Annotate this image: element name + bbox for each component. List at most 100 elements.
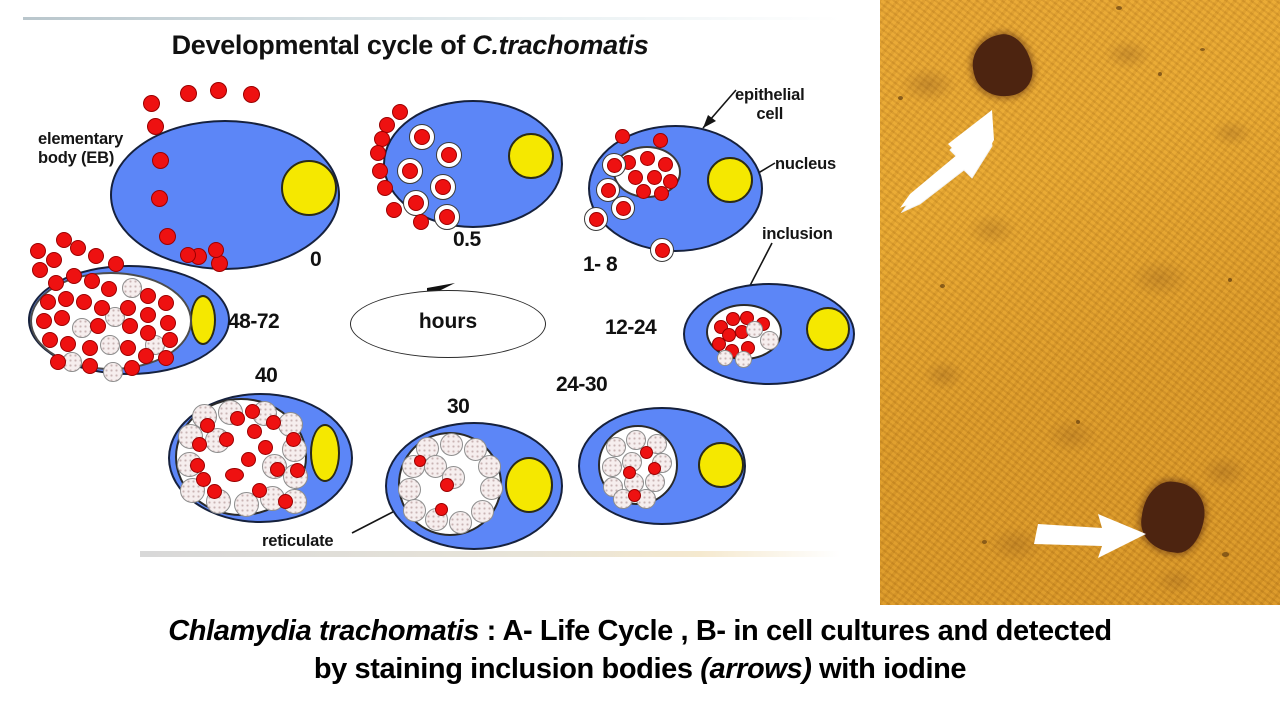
reticulate-body — [403, 499, 426, 522]
reticulate-body — [62, 352, 82, 372]
elementary-body — [615, 129, 630, 144]
caption-arrows-word: (arrows) — [700, 653, 812, 686]
elementary-body — [241, 452, 256, 467]
elementary-body — [152, 152, 169, 169]
reticulate-body — [103, 362, 123, 382]
elementary-body — [601, 183, 616, 198]
annotation-epithelial-cell: epithelial cell — [735, 86, 805, 123]
elementary-body — [290, 463, 305, 478]
elementary-body — [36, 313, 52, 329]
stage-12-24-time-label: 12-24 — [605, 316, 657, 339]
nucleus-shape — [310, 424, 340, 482]
elementary-body — [200, 418, 215, 433]
elementary-body — [653, 133, 668, 148]
elementary-body — [151, 190, 168, 207]
caption-line-1-rest: : A- Life Cycle , B- in cell cultures an… — [478, 615, 1113, 647]
elementary-body — [628, 170, 643, 185]
elementary-body — [266, 415, 281, 430]
reticulate-body — [471, 500, 494, 523]
stage-48-72-time-label: 48-72 — [228, 310, 280, 333]
elementary-body — [270, 462, 285, 477]
elementary-body — [726, 312, 740, 326]
elementary-body — [441, 147, 457, 163]
reticulate-body — [478, 455, 501, 478]
caption-line-2: by staining inclusion bodies (arrows) wi… — [0, 650, 1280, 688]
reticulate-body — [626, 430, 646, 450]
elementary-body — [607, 158, 622, 173]
elementary-body — [616, 201, 631, 216]
elementary-body — [196, 472, 211, 487]
reticulate-body — [606, 437, 626, 457]
elementary-body — [159, 228, 176, 245]
elementary-body — [180, 247, 196, 263]
nucleus-shape — [190, 295, 216, 345]
elementary-body — [439, 209, 455, 225]
caption-line-2-pre: by staining inclusion bodies — [313, 653, 701, 686]
elementary-body — [192, 437, 207, 452]
elementary-body — [435, 503, 448, 516]
elementary-body — [58, 291, 74, 307]
reticulate-body — [122, 278, 142, 298]
elementary-body — [414, 129, 430, 145]
elementary-body — [140, 288, 156, 304]
elementary-body — [140, 307, 156, 323]
elementary-body — [623, 466, 636, 479]
elementary-body — [663, 174, 678, 189]
reticulate-body — [602, 457, 622, 477]
diagram-title-species: C.trachomatis — [472, 30, 649, 60]
reticulate-body — [464, 438, 487, 461]
reticulate-body — [278, 412, 303, 437]
elementary-body — [247, 424, 262, 439]
elementary-body — [60, 336, 76, 352]
reticulate-body — [416, 437, 439, 460]
elementary-body — [42, 332, 58, 348]
elementary-body — [402, 163, 418, 179]
diagram-title-prefix: Developmental cycle of — [171, 30, 473, 60]
elementary-body — [386, 202, 402, 218]
elementary-body — [190, 458, 205, 473]
elementary-body — [94, 300, 110, 316]
micrograph-speck — [1200, 48, 1205, 51]
elementary-body — [258, 440, 273, 455]
micrograph-speck — [1228, 278, 1232, 282]
diagram-title: Developmental cycle of C.trachomatis — [0, 30, 820, 61]
elementary-body — [414, 455, 426, 467]
stage-40-time-label: 40 — [255, 364, 278, 387]
elementary-body — [124, 360, 140, 376]
elementary-body — [370, 145, 386, 161]
elementary-body — [120, 300, 136, 316]
elementary-body — [158, 295, 174, 311]
slide-caption: Chlamydia trachomatis : A- Life Cycle , … — [0, 612, 1280, 689]
arrow-right-icon — [1034, 514, 1146, 558]
annotation-nucleus: nucleus — [775, 155, 836, 173]
entry-vacuole — [430, 174, 456, 200]
micrograph-speck — [1158, 72, 1162, 76]
elementary-body — [108, 256, 124, 272]
elementary-body — [162, 332, 178, 348]
reticulate-body — [645, 472, 665, 492]
elementary-body — [56, 232, 72, 248]
annotation-reticulate: reticulate — [262, 532, 334, 550]
elementary-body — [66, 268, 82, 284]
elementary-body — [48, 275, 64, 291]
elementary-body — [654, 186, 669, 201]
elementary-body — [120, 340, 136, 356]
micrograph-speck — [898, 96, 903, 100]
stage-0-5-time-label: 0.5 — [453, 228, 481, 251]
reticulate-body — [449, 511, 472, 534]
elementary-body — [440, 478, 454, 492]
nucleus-shape — [505, 457, 553, 513]
reticulate-body — [424, 455, 447, 478]
reticulate-body — [735, 351, 752, 368]
elementary-body — [54, 310, 70, 326]
nucleus-shape — [508, 133, 554, 179]
elementary-body — [658, 157, 673, 172]
elementary-body — [180, 85, 197, 102]
annotation-elementary-body: elementary body (EB) — [38, 130, 124, 167]
elementary-body — [208, 242, 224, 258]
elementary-body — [50, 354, 66, 370]
elementary-body — [648, 462, 661, 475]
reticulate-body — [636, 489, 656, 509]
stage-30-time-label: 30 — [447, 395, 470, 418]
reticulate-body — [440, 433, 463, 456]
